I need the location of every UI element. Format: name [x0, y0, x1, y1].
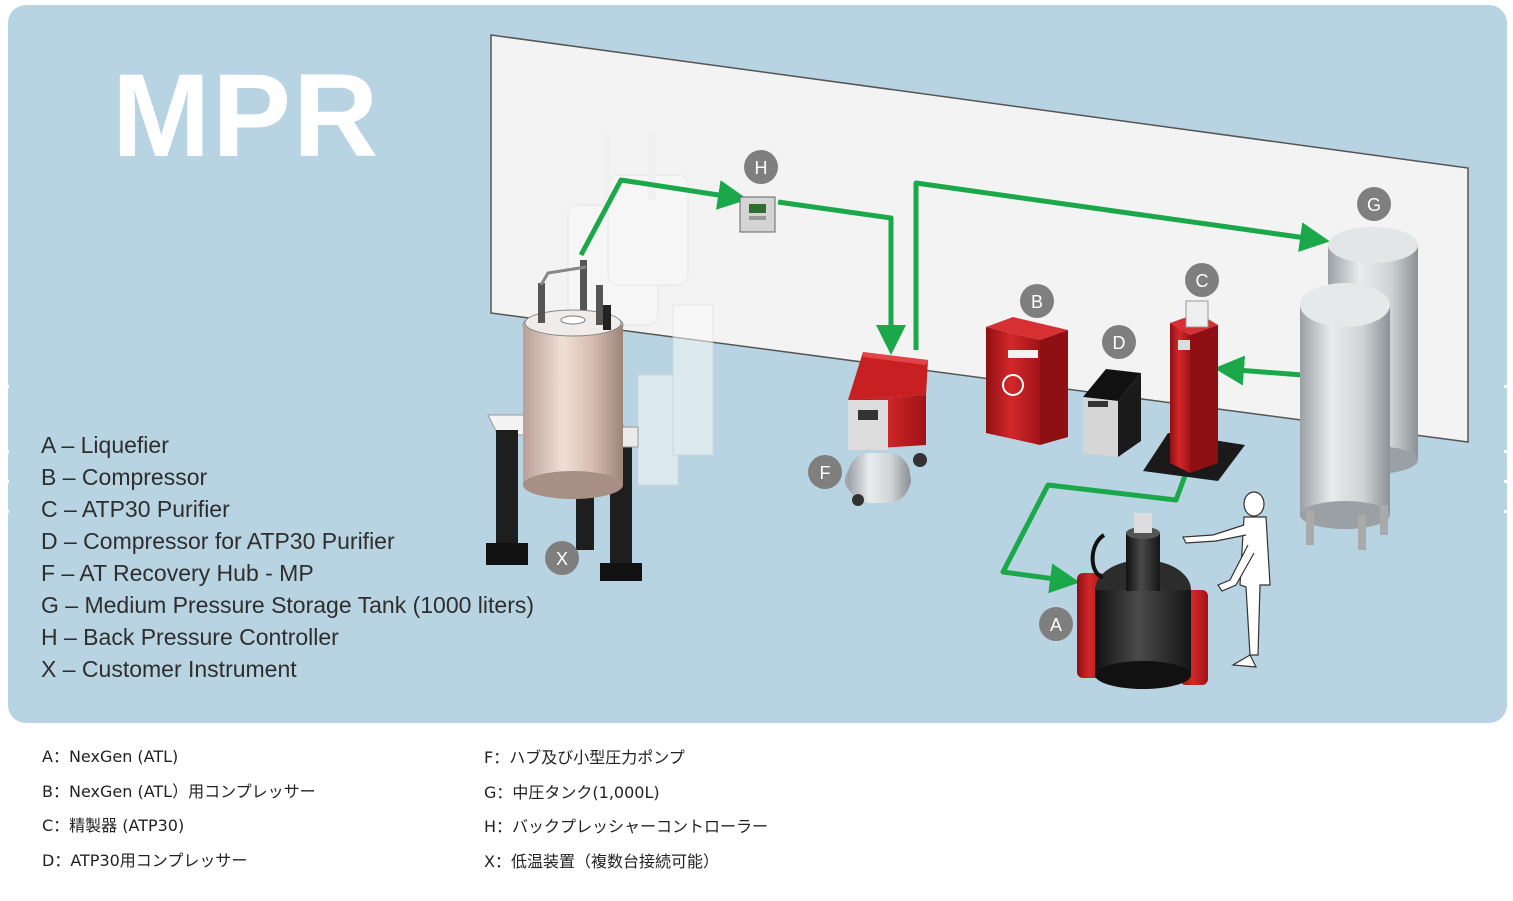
legend-item: X – Customer Instrument [41, 656, 297, 682]
edge-stripe [1504, 510, 1513, 513]
badge-c: C [1185, 263, 1219, 297]
svg-text:D: D [1113, 333, 1126, 353]
badge-d: D [1102, 325, 1136, 359]
back-wall [490, 34, 1469, 443]
edge-stripe [1504, 450, 1513, 453]
compressor [986, 317, 1068, 445]
legend-item: D – Compressor for ATP30 Purifier [41, 528, 395, 554]
jp-legend-item: H：バックプレッシャーコントローラー [484, 817, 769, 836]
edge-stripe [1504, 480, 1513, 483]
person-silhouette [1182, 491, 1271, 668]
jp-legend-item: C：精製器 (ATP30) [42, 816, 185, 835]
jp-legend-item: F：ハブ及び小型圧力ポンプ [484, 748, 685, 767]
jp-legend-item: B：NexGen (ATL）用コンプレッサー [42, 781, 316, 801]
legend-item: A – Liquefier [41, 432, 169, 458]
recovery-hub [845, 352, 928, 506]
back-pressure-controller [739, 196, 776, 233]
badge-b: B [1020, 284, 1054, 318]
liquefier [1077, 513, 1208, 689]
badge-h: H [744, 150, 778, 184]
equipment-legend: A – Liquefier B – Compressor C – ATP30 P… [41, 429, 534, 685]
legend-item: B – Compressor [41, 464, 208, 490]
svg-text:C: C [1196, 271, 1209, 291]
diagram-panel: H G C B D F X A MPR A – Liquefier B – Co… [8, 5, 1507, 723]
page-title: MPR [112, 50, 381, 182]
svg-text:B: B [1031, 292, 1043, 312]
svg-text:H: H [755, 158, 768, 178]
edge-stripe [1504, 385, 1513, 388]
japanese-legend-left: A：NexGen (ATL) B：NexGen (ATL）用コンプレッサー C：… [42, 740, 316, 878]
badge-f: F [808, 455, 842, 489]
badge-a: A [1039, 607, 1073, 641]
atp30-compressor [1083, 369, 1141, 457]
japanese-legend-right: F：ハブ及び小型圧力ポンプ G：中圧タンク(1,000L) H：バックプレッシャ… [484, 741, 768, 879]
edge-stripe [0, 385, 9, 388]
legend-item: F – AT Recovery Hub - MP [41, 560, 314, 586]
legend-item: H – Back Pressure Controller [41, 624, 339, 650]
svg-text:A: A [1050, 615, 1062, 635]
system-scene: H G C B D F X A [486, 34, 1469, 689]
storage-tanks [1300, 227, 1418, 550]
svg-text:F: F [820, 463, 831, 483]
jp-legend-item: A：NexGen (ATL) [42, 747, 179, 766]
legend-item: C – ATP30 Purifier [41, 496, 230, 522]
edge-stripe [0, 450, 9, 453]
legend-item: G – Medium Pressure Storage Tank (1000 l… [41, 592, 535, 618]
atp30-purifier [1143, 300, 1245, 481]
jp-legend-item: X：低温装置（複数台接続可能） [484, 851, 719, 871]
jp-legend-item: G：中圧タンク(1,000L) [484, 782, 660, 802]
svg-text:G: G [1367, 195, 1381, 215]
badge-g: G [1357, 187, 1391, 221]
customer-instrument [486, 260, 642, 581]
badge-x: X [545, 541, 579, 575]
edge-stripe [0, 480, 9, 483]
jp-legend-item: D：ATP30用コンプレッサー [42, 850, 248, 870]
svg-text:X: X [556, 549, 568, 569]
edge-stripe [0, 510, 9, 513]
